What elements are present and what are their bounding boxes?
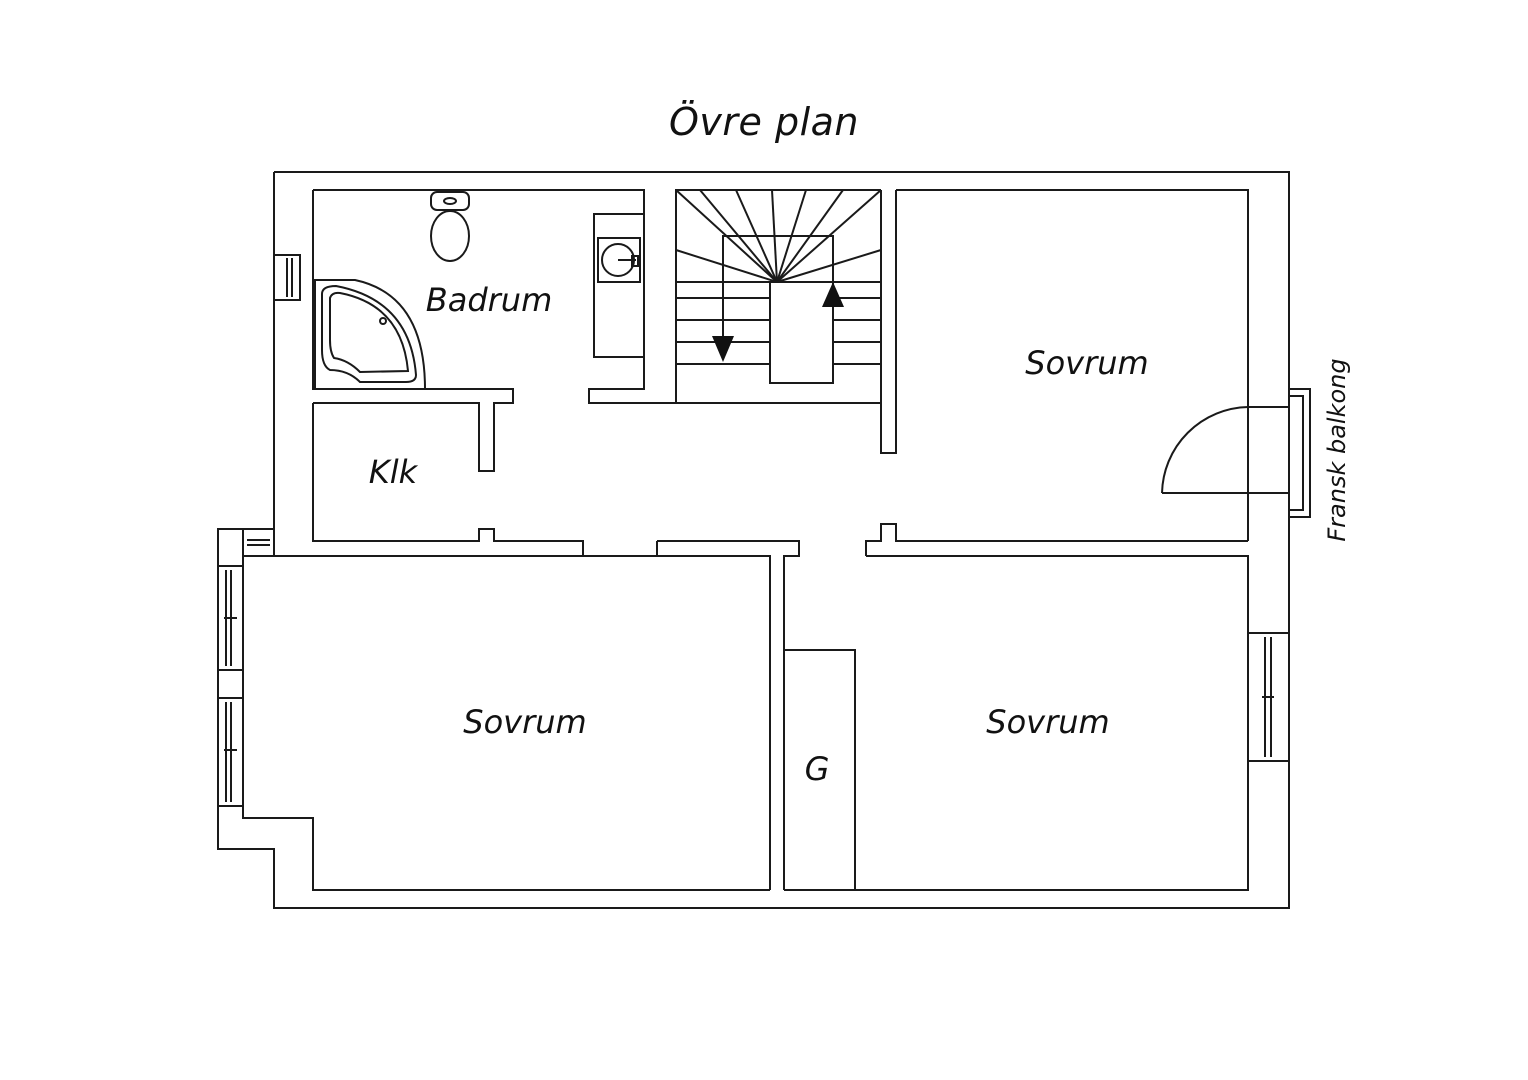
stair-winders [676, 190, 881, 282]
stair-post [770, 282, 833, 383]
room-label-badrum: Badrum [425, 281, 553, 319]
stair-treads [676, 236, 881, 364]
klk-wall [274, 403, 583, 556]
window-right [1248, 633, 1289, 761]
bathtub-icon [315, 280, 425, 389]
room-label-sovrum-upper-right: Sovrum [1025, 344, 1149, 382]
room-label-g: G [804, 750, 830, 788]
balcony-door [1162, 389, 1310, 517]
window-left-lower [218, 698, 243, 806]
stair-core [723, 236, 833, 282]
window-badrum [274, 255, 300, 300]
room-label-sovrum-lower-left: Sovrum [463, 703, 587, 741]
room-label-sovrum-lower-right: Sovrum [986, 703, 1110, 741]
g-storage [784, 650, 855, 890]
lower-right-bedroom-top [866, 524, 1248, 556]
balcony-label: Fransk balkong [1323, 358, 1351, 542]
window-left-upper [218, 566, 243, 670]
upper-right-bedroom-wall [896, 190, 1248, 541]
plan-title: Övre plan [668, 100, 860, 144]
stair-arrows [712, 282, 844, 362]
window-corner [243, 529, 274, 556]
badrum-left-wall [313, 190, 513, 471]
sink-icon [594, 214, 644, 357]
upper-right-bedroom-partition [881, 190, 896, 453]
toilet-icon [431, 192, 469, 261]
room-label-klk: Klk [368, 453, 418, 491]
hall-wall-left [657, 541, 799, 890]
hall-wall-left-inner [657, 541, 770, 890]
